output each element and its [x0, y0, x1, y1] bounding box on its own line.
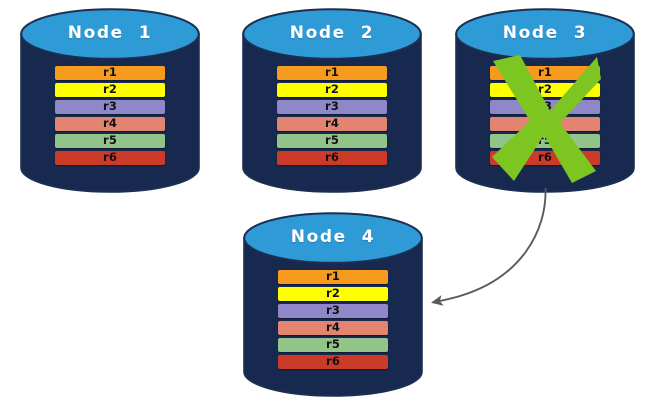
- node-2-rows: r1 r2 r3 r4 r5 r6: [242, 66, 422, 165]
- node-1-row-r1[interactable]: r1: [55, 66, 165, 80]
- node-4-row-label-r5: r5: [325, 337, 341, 352]
- node-1-row-label-r4: r4: [102, 116, 118, 131]
- node-2-row-r3[interactable]: r3: [277, 100, 387, 114]
- node-3-row-label-r5: r5: [537, 133, 553, 148]
- node-2-row-r4[interactable]: r4: [277, 117, 387, 131]
- node-2-row-label-r3: r3: [324, 99, 340, 114]
- node-4-row-r1[interactable]: r1: [278, 270, 388, 284]
- failure-cross-shape: [492, 55, 601, 183]
- node-1-top-ellipse: [20, 8, 200, 60]
- node-1-row-label-r3: r3: [102, 99, 118, 114]
- node-2-row-label-r4: r4: [324, 116, 340, 131]
- node-2-row-label-r1: r1: [324, 65, 340, 80]
- node-3-failure-cross-icon: [492, 55, 601, 183]
- node-4-rows: r1 r2 r3 r4 r5 r6: [243, 270, 423, 369]
- node-4-top-ellipse: [243, 212, 423, 264]
- node-2-row-r1[interactable]: r1: [277, 66, 387, 80]
- node-2-row-r5[interactable]: r5: [277, 134, 387, 148]
- arrow-path: [431, 187, 547, 306]
- node-3[interactable]: Node 3r1r2r3r4r5r6: [455, 8, 635, 193]
- node-4-row-r2[interactable]: r2: [278, 287, 388, 301]
- node-1-row-label-r5: r5: [102, 133, 118, 148]
- node-1-row-r4[interactable]: r4: [55, 117, 165, 131]
- node-1-row-label-r6: r6: [102, 150, 118, 165]
- node-1-row-r6[interactable]: r6: [55, 151, 165, 165]
- node-1-row-label-r1: r1: [102, 65, 118, 80]
- node-1-row-r3[interactable]: r3: [55, 100, 165, 114]
- node-4-row-r3[interactable]: r3: [278, 304, 388, 318]
- node-2-row-label-r2: r2: [324, 82, 340, 97]
- node-1-row-label-r2: r2: [102, 82, 118, 97]
- node-2-top-ellipse: [242, 8, 422, 60]
- node-1-row-r2[interactable]: r2: [55, 83, 165, 97]
- node-4-row-label-r6: r6: [325, 354, 341, 369]
- node-4-row-r4[interactable]: r4: [278, 321, 388, 335]
- node-2-row-r2[interactable]: r2: [277, 83, 387, 97]
- node-3-row-label-r6: r6: [537, 150, 553, 165]
- node-4-row-r5[interactable]: r5: [278, 338, 388, 352]
- node-2-row-label-r6: r6: [324, 150, 340, 165]
- node-4-row-label-r4: r4: [325, 320, 341, 335]
- node-3-top-ellipse: [455, 8, 635, 60]
- node-1-row-r5[interactable]: r5: [55, 134, 165, 148]
- node-4-row-r6[interactable]: r6: [278, 355, 388, 369]
- node-4-row-label-r2: r2: [325, 286, 341, 301]
- node-1-rows: r1 r2 r3 r4 r5 r6: [20, 66, 200, 165]
- node-3-row-label-r2: r2: [537, 82, 553, 97]
- node-4-row-label-r1: r1: [325, 269, 341, 284]
- node-4-row-label-r3: r3: [325, 303, 341, 318]
- node-3-row-label-r1: r1: [537, 65, 553, 80]
- node-2-row-label-r5: r5: [324, 133, 340, 148]
- node-2-row-r6[interactable]: r6: [277, 151, 387, 165]
